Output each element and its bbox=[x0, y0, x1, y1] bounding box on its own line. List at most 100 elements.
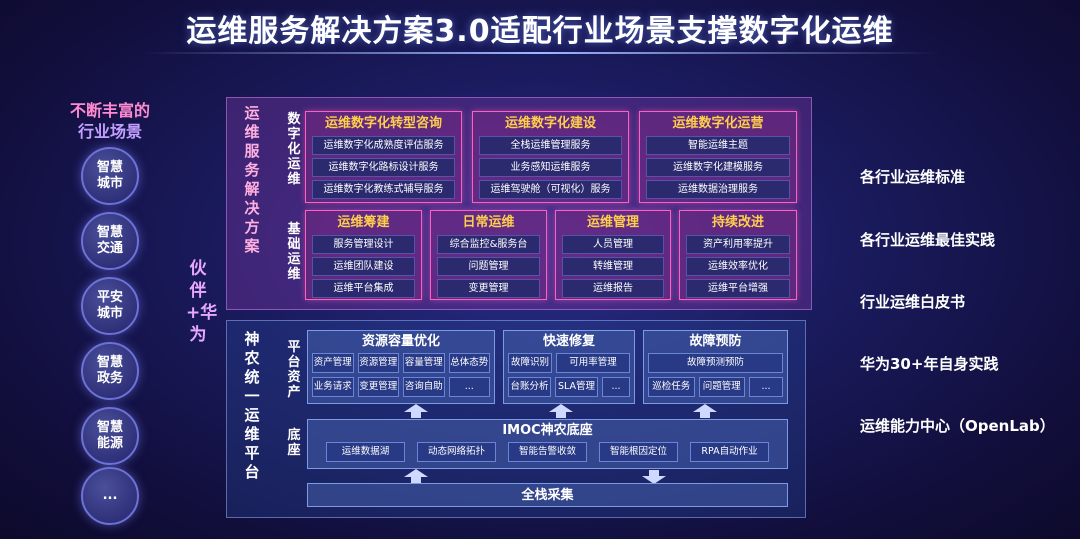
fast-repair-box: 快速修复 故障识别 可用率管理 台账分析 SLA管理 ... bbox=[503, 330, 635, 404]
capacity-optimization-box: 资源容量优化 资产管理 资源管理 容量管理 总体态势 业务请求 变更管理 咨询自… bbox=[307, 330, 495, 404]
imoc-items: 运维数据湖 动态网络拓扑 智能告警收敛 智能根因定位 RPA自动作业 bbox=[312, 442, 783, 462]
scenario-label: 智慧政务 bbox=[96, 355, 123, 386]
capability-item: 可用率管理 bbox=[556, 353, 630, 373]
service-item: 服务管理设计 bbox=[312, 235, 415, 254]
right-item-huawei-experience: 华为30+年自身实践 bbox=[860, 355, 999, 373]
service-item: 运维平台增强 bbox=[686, 279, 790, 298]
service-item: 变更管理 bbox=[437, 279, 540, 298]
arrow-up-icon bbox=[404, 404, 428, 418]
scenario-circle-smart-energy: 智慧能源 bbox=[81, 407, 139, 465]
foundation-item: RPA自动作业 bbox=[690, 442, 769, 462]
scenario-circle-smart-city: 智慧城市 bbox=[81, 147, 139, 205]
right-item-industry-standard: 各行业运维标准 bbox=[860, 168, 966, 186]
capability-item: 咨询自助 bbox=[403, 377, 445, 397]
arrow-up-icon bbox=[404, 469, 428, 483]
capability-item: 问题管理 bbox=[698, 377, 745, 397]
shennong-side-label: 神农统一运维平台 bbox=[244, 330, 260, 481]
capability-item: ... bbox=[602, 377, 630, 397]
digital-consulting-box: 运维数字化转型咨询 运维数字化成熟度评估服务 运维数字化路标设计服务 运维数字化… bbox=[305, 111, 462, 203]
service-solution-side-label: 运维服务解决方案 bbox=[244, 104, 260, 255]
capability-item: 巡检任务 bbox=[648, 377, 695, 397]
arrow-up-icon bbox=[693, 404, 717, 418]
foundation-item: 动态网络拓扑 bbox=[417, 442, 496, 462]
page-title: 运维服务解决方案3.0适配行业场景支撑数字化运维 bbox=[186, 14, 894, 49]
arrow-up-icon bbox=[549, 404, 573, 418]
box-title: 运维数字化转型咨询 bbox=[324, 116, 442, 131]
capability-item: 容量管理 bbox=[403, 353, 445, 373]
service-item: 运维平台集成 bbox=[312, 279, 415, 298]
foundation-item: 运维数据湖 bbox=[326, 442, 405, 462]
imoc-foundation-box: IMOC神农底座 运维数据湖 动态网络拓扑 智能告警收敛 智能根因定位 RPA自… bbox=[307, 419, 788, 469]
scenario-circle-more: ... bbox=[81, 467, 139, 525]
box-title: IMOC神农底座 bbox=[502, 423, 593, 438]
service-item: 运维数字化建模服务 bbox=[646, 158, 790, 177]
box-title: 资源容量优化 bbox=[361, 334, 440, 349]
full-stack-collection-bar: 全栈采集 bbox=[307, 483, 788, 507]
daily-ops-box: 日常运维 综合监控&服务台 问题管理 变更管理 bbox=[430, 210, 547, 300]
service-item: 运维数字化教练式辅导服务 bbox=[312, 180, 455, 199]
title-underline bbox=[140, 52, 940, 54]
digital-ops-label: 数字化运维 bbox=[287, 112, 301, 187]
heading-line-1: 不断丰富的 bbox=[69, 101, 150, 120]
ops-setup-box: 运维筹建 服务管理设计 运维团队建设 运维平台集成 bbox=[305, 210, 422, 300]
box-title: 运维数字化建设 bbox=[504, 116, 596, 131]
capability-item: SLA管理 bbox=[555, 377, 598, 397]
box-title: 运维筹建 bbox=[337, 215, 390, 230]
service-item: 运维效率优化 bbox=[686, 257, 790, 276]
box-title: 快速修复 bbox=[542, 334, 595, 349]
box-title: 故障预防 bbox=[689, 334, 742, 349]
capability-item: 故障识别 bbox=[508, 353, 552, 373]
right-item-best-practice: 各行业运维最佳实践 bbox=[860, 231, 996, 249]
scenario-circle-smart-traffic: 智慧交通 bbox=[81, 212, 139, 270]
partner-huawei-label: 伙伴+华为 bbox=[186, 259, 218, 345]
service-item: 人员管理 bbox=[562, 235, 664, 254]
capability-item: 变更管理 bbox=[357, 377, 399, 397]
capability-item: 资源管理 bbox=[357, 353, 399, 373]
capability-item: 故障预测预防 bbox=[648, 353, 783, 373]
scenario-label: ... bbox=[102, 488, 118, 503]
service-item: 转维管理 bbox=[562, 257, 664, 276]
service-item: 运维团队建设 bbox=[312, 257, 415, 276]
capability-item: 业务请求 bbox=[312, 377, 354, 397]
prevent-row-2: 巡检任务 问题管理 ... bbox=[648, 377, 783, 397]
foundation-item: 智能告警收敛 bbox=[508, 442, 587, 462]
service-item: 智能运维主题 bbox=[646, 136, 790, 155]
foundation-item: 智能根因定位 bbox=[599, 442, 678, 462]
right-item-openlab: 运维能力中心（OpenLab） bbox=[860, 417, 1055, 435]
scenario-label: 智慧城市 bbox=[96, 160, 123, 191]
industry-scenarios-heading: 不断丰富的 行业场景 bbox=[55, 100, 165, 142]
capability-item: ... bbox=[448, 377, 490, 397]
service-item: 综合监控&服务台 bbox=[437, 235, 540, 254]
capability-item: ... bbox=[749, 377, 783, 397]
box-title: 运维管理 bbox=[586, 215, 639, 230]
service-item: 运维报告 bbox=[562, 279, 664, 298]
service-item: 运维数据治理服务 bbox=[646, 180, 790, 199]
capacity-items: 资产管理 资源管理 容量管理 总体态势 业务请求 变更管理 咨询自助 ... bbox=[312, 353, 490, 397]
continuous-improvement-box: 持续改进 资产利用率提升 运维效率优化 运维平台增强 bbox=[679, 210, 797, 300]
service-item: 业务感知运维服务 bbox=[479, 158, 622, 177]
service-item: 运维数字化成熟度评估服务 bbox=[312, 136, 455, 155]
capability-item: 总体态势 bbox=[448, 353, 490, 373]
digital-construction-box: 运维数字化建设 全栈运维管理服务 业务感知运维服务 运维驾驶舱（可视化）服务 bbox=[472, 111, 629, 203]
scenario-label: 智慧能源 bbox=[96, 420, 123, 451]
box-title: 日常运维 bbox=[462, 215, 515, 230]
basic-ops-label: 基础运维 bbox=[287, 222, 301, 282]
scenario-circle-smart-gov: 智慧政务 bbox=[81, 342, 139, 400]
box-title: 持续改进 bbox=[711, 215, 764, 230]
scenario-label: 智慧交通 bbox=[96, 225, 123, 256]
ops-management-box: 运维管理 人员管理 转维管理 运维报告 bbox=[555, 210, 671, 300]
capability-item: 资产管理 bbox=[312, 353, 354, 373]
scenario-label: 平安城市 bbox=[96, 290, 123, 321]
box-title: 运维数字化运营 bbox=[672, 116, 764, 131]
service-item: 资产利用率提升 bbox=[686, 235, 790, 254]
service-item: 问题管理 bbox=[437, 257, 540, 276]
service-item: 运维驾驶舱（可视化）服务 bbox=[479, 180, 622, 199]
heading-line-2: 行业场景 bbox=[77, 122, 142, 141]
digital-operation-box: 运维数字化运营 智能运维主题 运维数字化建模服务 运维数据治理服务 bbox=[639, 111, 797, 203]
capability-item: 台账分析 bbox=[508, 377, 551, 397]
service-item: 运维数字化路标设计服务 bbox=[312, 158, 455, 177]
arrow-down-icon bbox=[642, 470, 666, 484]
repair-row-2: 台账分析 SLA管理 ... bbox=[508, 377, 630, 397]
prevent-row-1: 故障预测预防 bbox=[648, 353, 783, 373]
platform-assets-label: 平台资产 bbox=[287, 340, 301, 400]
